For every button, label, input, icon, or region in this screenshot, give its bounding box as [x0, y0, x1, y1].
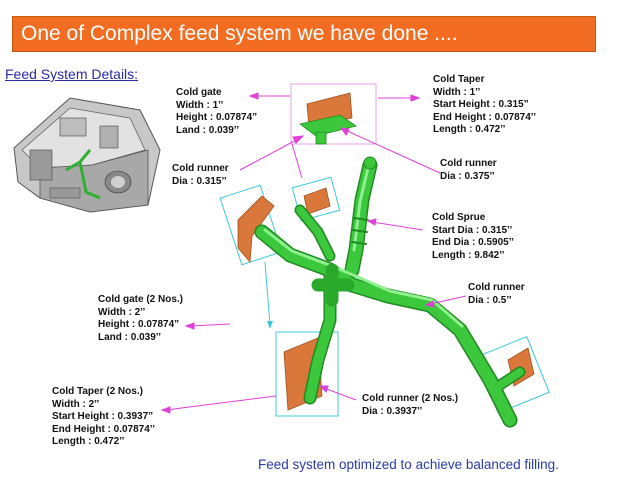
footer-caption: Feed system optimized to achieve balance… [258, 457, 559, 472]
top-gate-part [299, 92, 357, 145]
label-cold-runner-left: Cold runner Dia : 0.315’’ [172, 163, 229, 187]
label-cold-gate-2: Cold gate (2 Nos.) Width : 2’’ Height : … [98, 294, 184, 343]
title-bar: One of Complex feed system we have done … [12, 16, 596, 52]
label-cold-gate-top: Cold gate Width : 1’’ Height : 0.07874” … [176, 87, 258, 136]
label-cold-runner-right: Cold runner Dia : 0.375’’ [440, 158, 497, 182]
gate-box-bottom [275, 331, 339, 417]
runner-system [254, 156, 526, 428]
connector-line [264, 261, 271, 326]
part-thumbnail [13, 97, 161, 213]
gate-box-center [291, 176, 341, 222]
feed-system-details-heading: Feed System Details: [5, 66, 139, 82]
label-cold-taper-2: Cold Taper (2 Nos.) Width : 2’’ Start He… [52, 386, 155, 447]
label-cold-runner-mid: Cold runner Dia : 0.5’’ [468, 282, 525, 306]
gate-plate-center [303, 187, 331, 215]
connector-arrow [267, 321, 273, 329]
label-cold-taper-top: Cold Taper Width : 1’’ Start Height : 0.… [433, 74, 536, 135]
page-title: One of Complex feed system we have done … [21, 22, 458, 45]
gate-box-left [219, 184, 283, 266]
callout-lines [160, 92, 467, 414]
label-cold-sprue: Cold Sprue Start Dia : 0.315’’ End Dia :… [432, 212, 514, 261]
label-cold-runner-2: Cold runner (2 Nos.) Dia : 0.3937’’ [362, 393, 459, 417]
callout-box-top [290, 83, 377, 145]
